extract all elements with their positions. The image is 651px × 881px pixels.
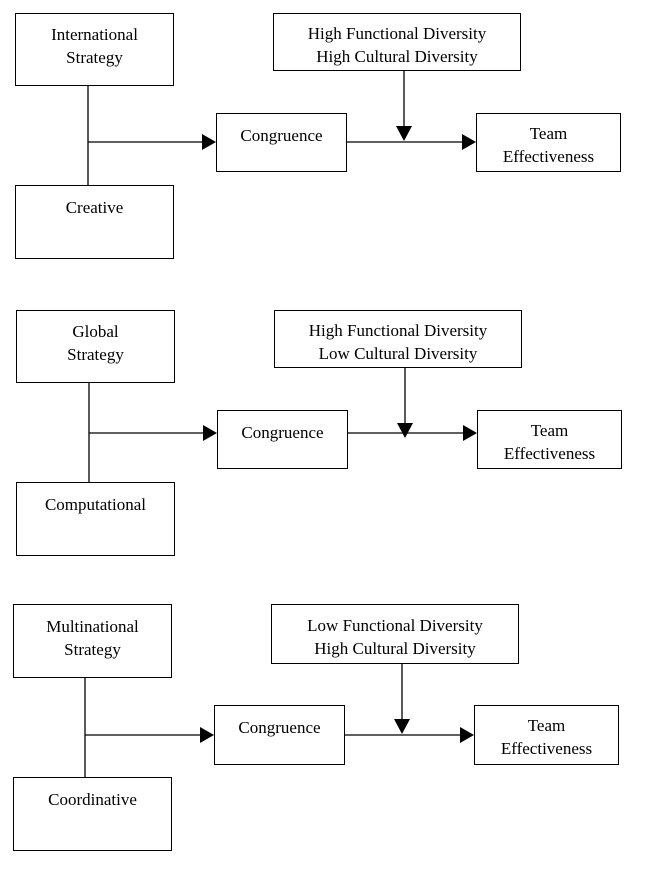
diagram-3: Multinational Strategy Coordinative Cong… — [0, 591, 651, 881]
to-outcome-arrowhead — [460, 727, 474, 743]
moderator-label-line-1: High Functional Diversity — [308, 321, 488, 340]
connector-lines — [88, 368, 477, 482]
strategy-label-line-2: Strategy — [67, 345, 124, 364]
mediator-box: Congruence — [216, 113, 347, 172]
outcome-box: Team Effectiveness — [474, 705, 619, 765]
moderator-arrowhead — [394, 719, 410, 734]
moderator-label-line-2: High Cultural Diversity — [314, 639, 476, 658]
diagram-2: Global Strategy Computational Congruence… — [0, 297, 651, 587]
strategy-label-line-2: Strategy — [64, 640, 121, 659]
outcome-label-line-2: Effectiveness — [502, 147, 595, 166]
to-congruence-arrowhead — [200, 727, 214, 743]
strategy-label-line-2: Strategy — [66, 48, 123, 67]
strategy-box: International Strategy — [15, 13, 174, 86]
mediator-label: Congruence — [240, 126, 323, 145]
moderator-label-line-2: Low Cultural Diversity — [318, 344, 478, 363]
moderator-arrowhead — [396, 126, 412, 141]
connector-lines — [84, 664, 474, 777]
connector-lines — [87, 71, 476, 185]
outcome-label-line-1: Team — [530, 421, 569, 440]
mediator-label: Congruence — [238, 718, 321, 737]
strategy-label-line-1: Multinational — [46, 617, 139, 636]
moderator-label-line-1: Low Functional Diversity — [307, 616, 483, 635]
mediator-box: Congruence — [217, 410, 348, 469]
outcome-label-line-2: Effectiveness — [500, 739, 593, 758]
outcome-label-line-1: Team — [529, 124, 568, 143]
style-label: Coordinative — [48, 790, 137, 809]
to-congruence-arrowhead — [202, 134, 216, 150]
diagram-1: International Strategy Creative Congruen… — [0, 0, 651, 290]
strategy-label-line-1: International — [51, 25, 138, 44]
style-box: Coordinative — [13, 777, 172, 851]
to-outcome-arrowhead — [462, 134, 476, 150]
style-box: Computational — [16, 482, 175, 556]
outcome-label-line-2: Effectiveness — [503, 444, 596, 463]
mediator-box: Congruence — [214, 705, 345, 765]
strategy-label-line-1: Global — [72, 322, 119, 341]
outcome-label-line-1: Team — [527, 716, 566, 735]
style-label: Computational — [44, 495, 147, 514]
outcome-box: Team Effectiveness — [477, 410, 622, 469]
mediator-label: Congruence — [241, 423, 324, 442]
moderator-arrowhead — [397, 423, 413, 438]
to-congruence-arrowhead — [203, 425, 217, 441]
strategy-box: Multinational Strategy — [13, 604, 172, 678]
moderator-box: High Functional Diversity High Cultural … — [273, 13, 521, 71]
moderator-box: Low Functional Diversity High Cultural D… — [271, 604, 519, 664]
moderator-label-line-2: High Cultural Diversity — [316, 47, 478, 66]
style-label: Creative — [65, 198, 124, 217]
moderator-box: High Functional Diversity Low Cultural D… — [274, 310, 522, 368]
strategy-box: Global Strategy — [16, 310, 175, 383]
moderator-label-line-1: High Functional Diversity — [307, 24, 487, 43]
style-box: Creative — [15, 185, 174, 259]
to-outcome-arrowhead — [463, 425, 477, 441]
outcome-box: Team Effectiveness — [476, 113, 621, 172]
